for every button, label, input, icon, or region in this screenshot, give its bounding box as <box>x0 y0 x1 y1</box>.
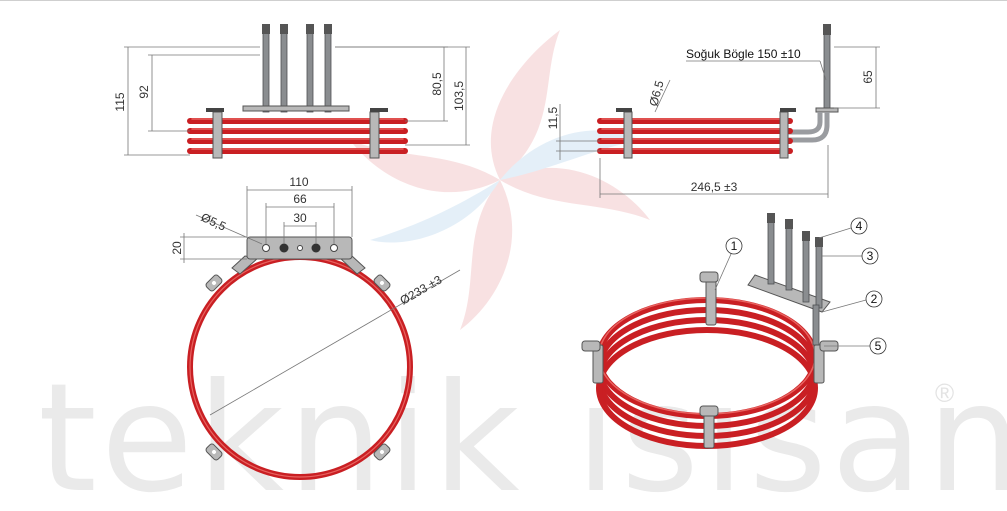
iso-brackets <box>581 271 839 449</box>
side-view: Soğuk Bögle 150 ±10 65 Ø6,5 11,5 246,5 ±… <box>546 24 880 198</box>
callout-3: 3 <box>867 249 874 263</box>
dim-ring-diameter: Ø233 ±3 <box>398 272 445 307</box>
side-terminal <box>780 24 839 143</box>
callout-circle-2 <box>865 290 883 308</box>
dim-tube-diameter: Ø6,5 <box>646 79 666 108</box>
dim-terminal-height: 80,5 <box>430 72 444 96</box>
callout-circle-4 <box>850 217 868 235</box>
watermark-text: teknik ısısan <box>38 352 1007 511</box>
iso-view: 1 2 3 4 5 <box>581 213 887 449</box>
dim-length: 246,5 ±3 <box>691 180 738 194</box>
registered-mark: ® <box>935 378 954 408</box>
side-dimensions: Soğuk Bögle 150 ±10 65 Ø6,5 11,5 246,5 ±… <box>546 46 880 198</box>
dim-terminal-length: 65 <box>861 70 875 84</box>
watermark-logo: teknik ısısan ® <box>38 30 1007 511</box>
dim-hole-diameter: Ø5,5 <box>199 210 229 234</box>
dim-pitch: 11,5 <box>546 106 560 129</box>
side-brackets <box>616 108 796 159</box>
dim-body-height: 92 <box>137 85 151 99</box>
callout-5: 5 <box>875 339 882 353</box>
front-terminals <box>242 24 350 113</box>
dim-plate-depth: 20 <box>170 241 184 255</box>
top-brackets <box>205 274 391 461</box>
iso-terminal-assembly <box>747 213 831 346</box>
callout-4: 4 <box>856 219 863 233</box>
cold-bend-label: Soğuk Bögle 150 ±10 <box>686 47 801 61</box>
iso-callouts: 1 2 3 4 5 <box>714 217 887 355</box>
dim-overall-height: 115 <box>113 92 127 111</box>
plate-holes <box>262 243 338 253</box>
dim-hole-span-outer: 66 <box>293 192 307 206</box>
top-divider <box>0 0 1007 1</box>
callout-1: 1 <box>731 239 738 253</box>
swirl-logo <box>350 30 650 330</box>
dim-plate-width: 110 <box>289 175 308 189</box>
front-view: 115 92 80,5 103,5 <box>113 24 470 159</box>
front-brackets <box>206 108 388 159</box>
front-coils <box>187 118 408 154</box>
front-dimensions: 115 92 80,5 103,5 <box>113 46 470 156</box>
dim-hole-span-inner: 30 <box>293 211 307 225</box>
callout-circle-1 <box>725 237 743 255</box>
callout-circle-3 <box>861 247 879 265</box>
callout-2: 2 <box>871 292 878 306</box>
dim-total-height: 103,5 <box>452 81 466 111</box>
callout-circle-5 <box>869 337 887 355</box>
